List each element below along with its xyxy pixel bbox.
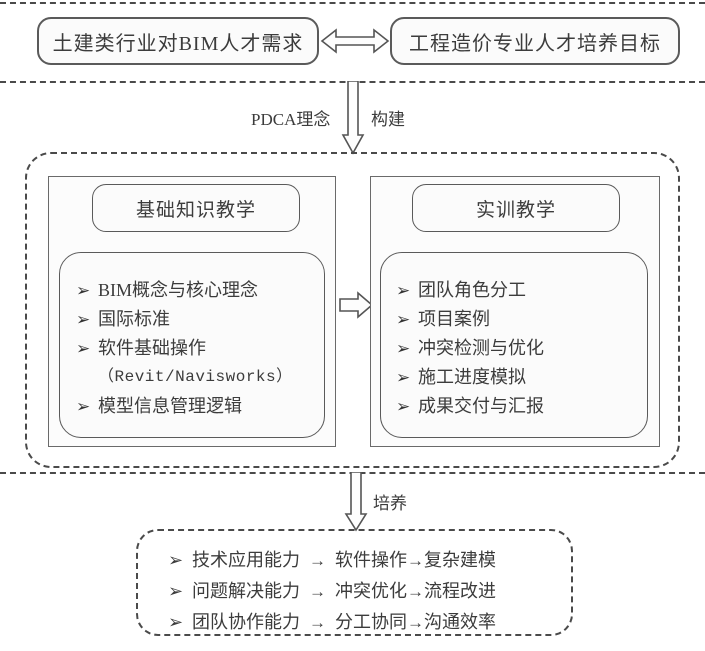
cultivate-down-arrow-icon (344, 472, 368, 532)
abilities-outcome-box (136, 529, 573, 636)
list-item[interactable]: ➢ 项目案例 (396, 305, 646, 334)
cultivate-label: 培养 (373, 494, 407, 513)
basic-knowledge-list-box[interactable] (59, 252, 325, 438)
practical-training-list: ➢ 团队角色分工 ➢ 项目案例 ➢ 冲突检测与优化 ➢ 施工进度模拟 ➢ 成果交… (396, 276, 646, 421)
list-item[interactable]: ➢ 国际标准 (76, 305, 326, 334)
list-item-label: 模型信息管理逻辑 (98, 396, 242, 416)
bullet-icon: ➢ (396, 397, 411, 416)
basic-knowledge-header-label: 基础知识教学 (135, 199, 256, 221)
bullet-icon: ➢ (396, 339, 411, 358)
list-item-label: 软件基础操作 (98, 338, 206, 358)
ability-step2-label: 流程改进 (424, 581, 496, 601)
right-arrow-icon: → (407, 613, 424, 632)
right-arrow-icon: → (407, 582, 424, 601)
bullet-icon: ➢ (168, 581, 184, 601)
ability-step1-label: 软件操作 (335, 550, 407, 570)
build-down-arrow-icon (341, 81, 365, 155)
list-item[interactable]: ➢ 软件基础操作 (76, 334, 326, 363)
top-left-box-label: 土建类行业对BIM人才需求 (52, 32, 304, 55)
bullet-icon: ➢ (76, 281, 91, 300)
bullet-icon: ➢ (76, 339, 91, 358)
list-item-label: 国际标准 (98, 309, 170, 329)
bidirectional-arrow-icon (320, 28, 390, 54)
ability-row[interactable]: ➢ 问题解决能力 → 冲突优化 → 流程改进 (168, 576, 568, 607)
ability-step2-label: 复杂建模 (424, 550, 496, 570)
ability-capability-label: 团队协作能力 (192, 612, 300, 632)
right-arrow-icon: → (309, 613, 326, 632)
panel-link-right-arrow-icon (339, 291, 374, 319)
right-arrow-icon: → (309, 551, 326, 570)
pdca-label: PDCA理念 (251, 110, 331, 129)
bullet-icon: ➢ (76, 397, 91, 416)
list-item[interactable]: ➢ 冲突检测与优化 (396, 334, 646, 363)
practical-training-header-label: 实训教学 (475, 199, 556, 221)
abilities-list: ➢ 技术应用能力 → 软件操作 → 复杂建模 ➢ 问题解决能力 → 冲突优化 →… (168, 545, 568, 638)
ability-step1-label: 冲突优化 (335, 581, 407, 601)
basic-knowledge-header-box[interactable]: 基础知识教学 (92, 184, 300, 232)
right-arrow-icon: → (407, 551, 424, 570)
top-right-box[interactable]: 工程造价专业人才培养目标 (390, 17, 680, 65)
bullet-icon: ➢ (396, 368, 411, 387)
list-item[interactable]: ➢ BIM概念与核心理念 (76, 276, 326, 305)
list-item-label: 冲突检测与优化 (418, 338, 544, 358)
ability-capability-label: 问题解决能力 (192, 581, 300, 601)
list-item[interactable]: ➢ 成果交付与汇报 (396, 392, 646, 421)
basic-knowledge-list: ➢ BIM概念与核心理念 ➢ 国际标准 ➢ 软件基础操作 （Revit/Navi… (76, 276, 326, 421)
list-item-label: 施工进度模拟 (418, 367, 526, 387)
practical-training-header-box[interactable]: 实训教学 (412, 184, 620, 232)
list-item[interactable]: ➢ 模型信息管理逻辑 (76, 392, 326, 421)
ability-row[interactable]: ➢ 团队协作能力 → 分工协同 → 沟通效率 (168, 607, 568, 638)
right-arrow-icon: → (309, 582, 326, 601)
bullet-icon: ➢ (76, 310, 91, 329)
teaching-system-container (25, 152, 680, 468)
ability-step1-label: 分工协同 (335, 612, 407, 632)
bullet-icon: ➢ (168, 550, 184, 570)
top-right-box-label: 工程造价专业人才培养目标 (409, 32, 661, 55)
bullet-icon: ➢ (396, 310, 411, 329)
practical-training-list-box[interactable] (380, 252, 648, 438)
ability-row[interactable]: ➢ 技术应用能力 → 软件操作 → 复杂建模 (168, 545, 568, 576)
list-item-label: 团队角色分工 (418, 280, 526, 300)
list-item-label: 项目案例 (418, 309, 490, 329)
build-label: 构建 (371, 110, 405, 129)
top-left-box[interactable]: 土建类行业对BIM人才需求 (37, 17, 319, 65)
bullet-icon: ➢ (396, 281, 411, 300)
bullet-icon: ➢ (168, 612, 184, 632)
list-item-continuation: （Revit/Navisworks） (76, 363, 326, 392)
list-item-continuation-label: （Revit/Navisworks） (98, 368, 293, 386)
list-item-label: 成果交付与汇报 (418, 396, 544, 416)
ability-capability-label: 技术应用能力 (192, 550, 300, 570)
list-item-label: BIM概念与核心理念 (98, 280, 259, 300)
list-item[interactable]: ➢ 团队角色分工 (396, 276, 646, 305)
list-item[interactable]: ➢ 施工进度模拟 (396, 363, 646, 392)
ability-step2-label: 沟通效率 (424, 612, 496, 632)
dashed-separator-top (0, 2, 705, 4)
